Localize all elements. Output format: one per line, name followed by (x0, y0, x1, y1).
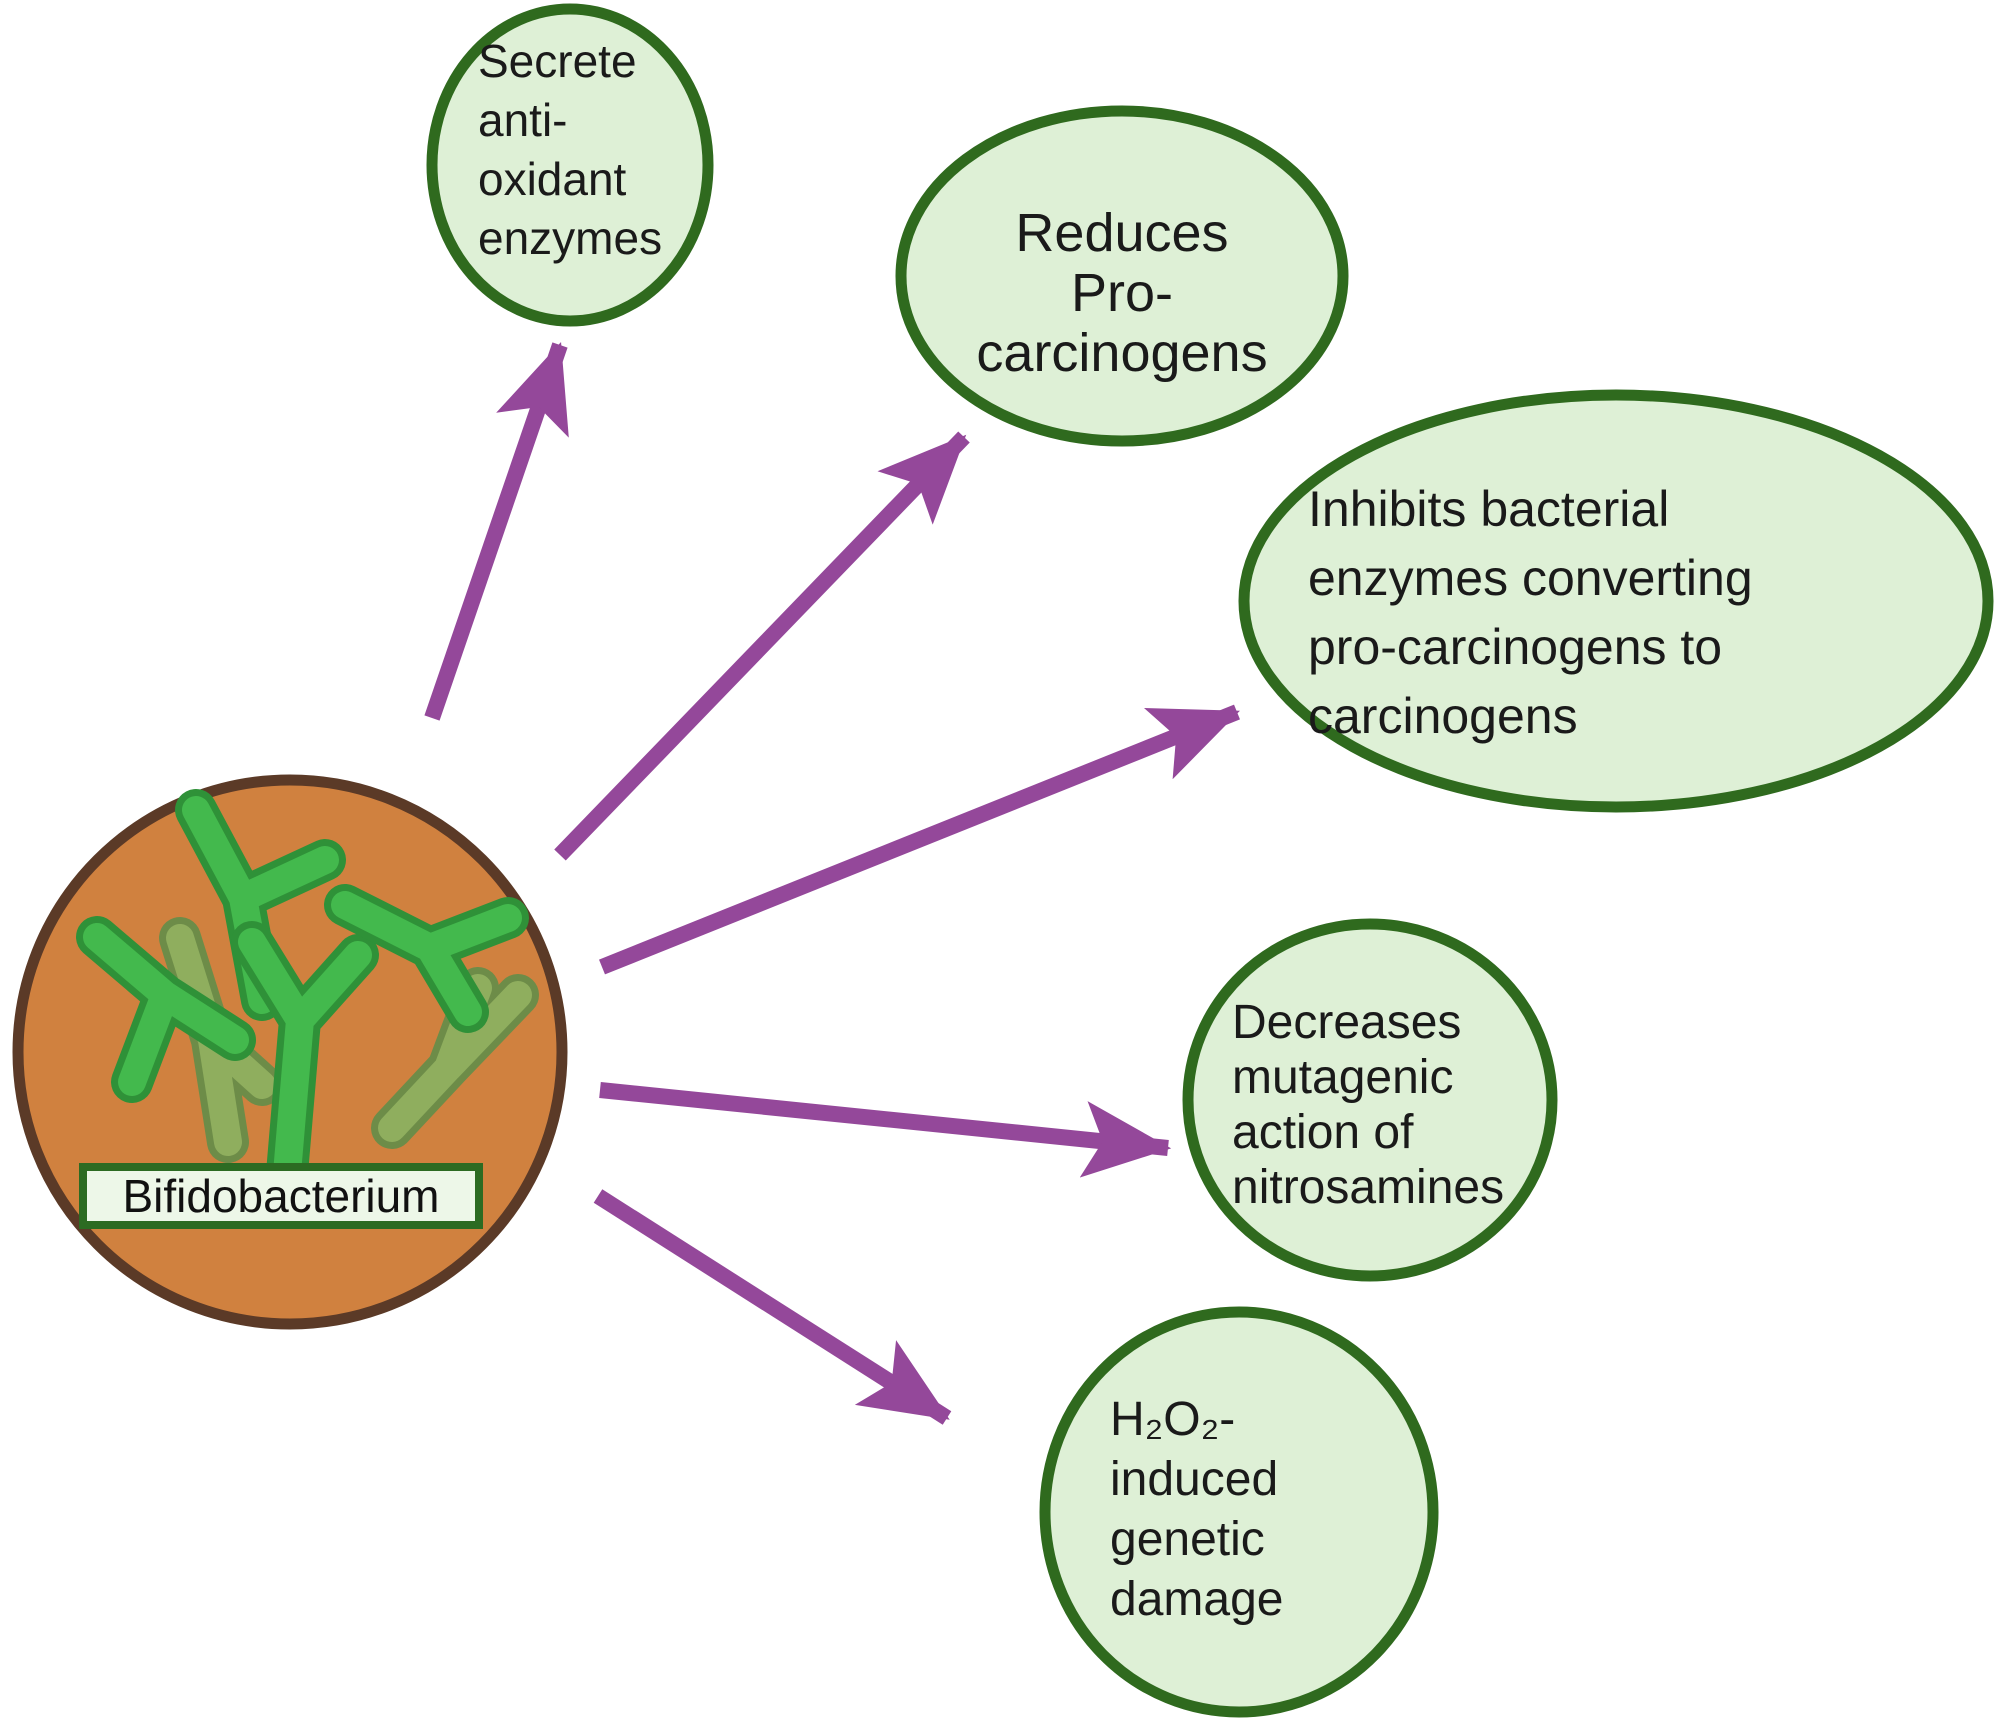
node-line: enzymes converting (1308, 550, 1753, 606)
node-line: action of (1232, 1106, 1414, 1159)
node-line: oxidant (478, 153, 627, 205)
node-ellipse-decreases-mutagenic (1182, 918, 1558, 1282)
bacterium-icon (76, 916, 256, 1103)
node-line: damage (1110, 1573, 1284, 1626)
node-line: pro-carcinogens to (1308, 619, 1723, 675)
node-line: carcinogens (1308, 688, 1578, 744)
node-line: mutagenic (1232, 1051, 1454, 1104)
bacteria-icons (76, 789, 539, 1206)
node-text-decreases-mutagenic: Decreases mutagenic action of nitrosamin… (1232, 995, 1562, 1215)
node-line: Pro- (1070, 263, 1173, 323)
node-line: induced (1110, 1453, 1279, 1506)
bacterium-icon (231, 921, 379, 1206)
node-line: Secrete (478, 35, 637, 87)
arrow-to-decreases-mutagenic (599, 1082, 1172, 1178)
node-text-secrete-antioxidant: Secrete anti- oxidant enzymes (478, 32, 738, 268)
node-line: nitrosamines (1232, 1161, 1505, 1214)
arrow-to-inhibits-enzymes (599, 704, 1240, 975)
arrows (424, 341, 1240, 1425)
node-line: Reduces (1015, 203, 1229, 263)
node-text-inhibits-enzymes: Inhibits bacterial enzymes converting pr… (1308, 475, 1948, 751)
arrow-to-h2o2-damage (593, 1189, 952, 1425)
source-label: Bifidobacterium (79, 1163, 483, 1229)
node-text-h2o2-damage: H₂O₂- induced genetic damage (1110, 1390, 1400, 1630)
node-line: Decreases (1232, 996, 1462, 1049)
node-ellipse-secrete-antioxidant (426, 3, 714, 327)
node-line: anti- (478, 94, 568, 146)
bacterium-icon (324, 884, 529, 1033)
node-ellipse-inhibits-enzymes (1238, 389, 1994, 813)
node-line: H₂O₂- (1110, 1393, 1236, 1446)
arrow-to-secrete-antioxidant (424, 341, 569, 721)
node-text-reduces-procarcinogens: Reduces Pro- carcinogens (902, 203, 1342, 383)
node-line: carcinogens (976, 323, 1268, 383)
arrow-to-reduces-procarcinogens (554, 431, 970, 861)
node-line: enzymes (478, 212, 663, 264)
node-line: Inhibits bacterial (1308, 481, 1670, 537)
source-label-text: Bifidobacterium (122, 1170, 440, 1222)
node-ellipse-h2o2-damage (1039, 1306, 1439, 1718)
node-line: genetic (1110, 1513, 1265, 1566)
node-ellipse-reduces-procarcinogens (895, 105, 1349, 447)
